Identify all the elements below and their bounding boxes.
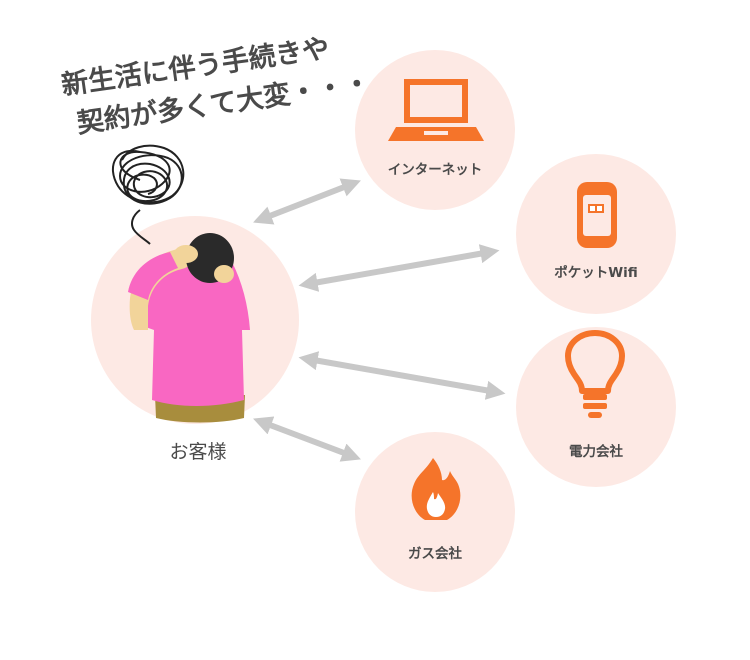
flame-icon: [411, 458, 461, 520]
service-label-electric: 電力会社: [569, 443, 623, 460]
service-label-gas: ガス会社: [408, 545, 462, 562]
connector-arrow-gas: [253, 416, 361, 462]
connector-arrow-internet: [253, 178, 361, 225]
pocket-wifi-icon: [577, 182, 617, 248]
headline: 新生活に伴う手続きや 契約が多くて大変・・・: [59, 32, 372, 139]
connector-arrow-electric: [298, 351, 506, 400]
customer-label: お客様: [169, 441, 226, 463]
lightbulb-icon: [565, 330, 625, 418]
service-label-pocket-wifi: ポケットWifi: [554, 264, 638, 281]
laptop-icon: [388, 79, 484, 141]
service-label-internet: インターネット: [388, 162, 483, 178]
worried-person-illustration: [112, 144, 250, 423]
connector-arrow-pocket-wifi: [298, 244, 500, 292]
